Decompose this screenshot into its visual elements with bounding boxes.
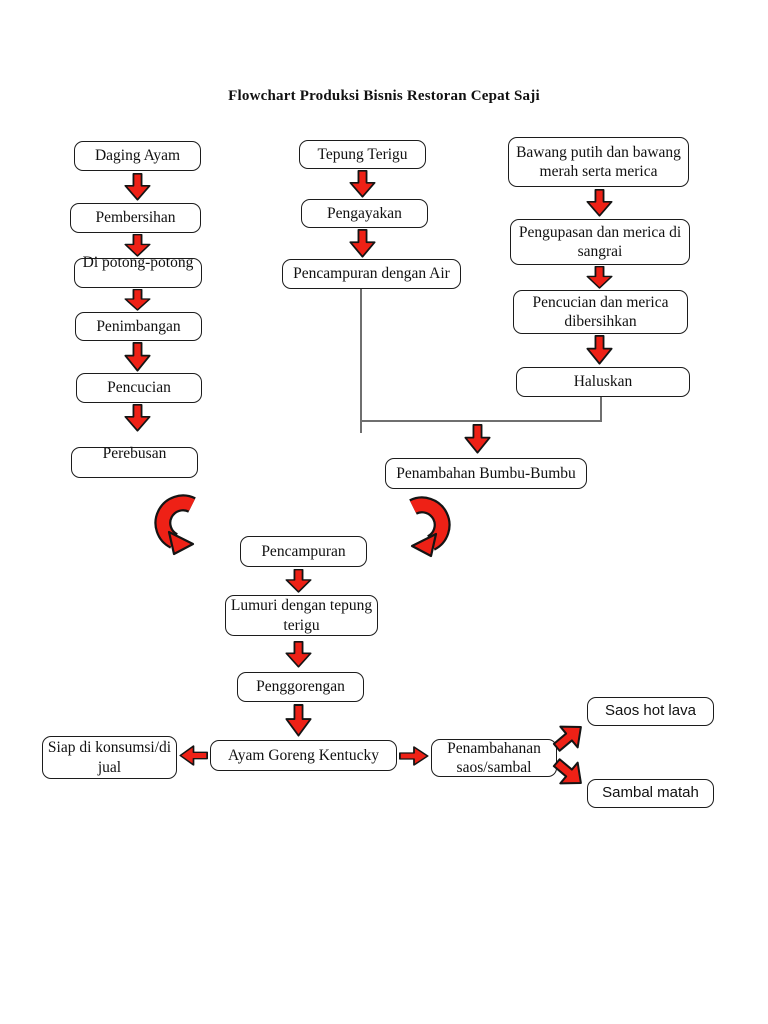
arrow-left-icon — [179, 745, 208, 766]
arrow-down-icon — [464, 424, 491, 454]
node-sambal-matah: Sambal matah — [587, 779, 714, 808]
node-label: Pembersihan — [95, 209, 176, 227]
arrow-up-right-icon — [552, 725, 582, 752]
arrow-down-icon — [586, 189, 613, 217]
page-title: Flowchart Produksi Bisnis Restoran Cepat… — [228, 88, 540, 104]
node-penimbangan: Penimbangan — [75, 312, 202, 341]
arrow-down-right-icon — [552, 758, 582, 785]
node-perebusan: Perebusan — [71, 445, 198, 478]
node-penambahan-bumbu: Penambahan Bumbu-Bumbu — [385, 458, 587, 489]
node-label: Sambal matah — [602, 784, 699, 802]
node-label: Haluskan — [573, 373, 633, 391]
node-pencampuran: Pencampuran — [240, 536, 367, 567]
node-label: Daging Ayam — [94, 147, 181, 165]
arrow-down-icon — [349, 229, 376, 258]
node-saos-hot-lava: Saos hot lava — [587, 697, 714, 726]
connector-line-horizontal — [360, 420, 602, 422]
arrow-down-icon — [124, 342, 151, 372]
node-pengayakan: Pengayakan — [301, 199, 428, 228]
connector-line-vertical-left — [360, 289, 362, 433]
node-label: Ayam Goreng Kentucky — [228, 746, 379, 764]
node-pencampuran-dengan-air: Pencampuran dengan Air — [282, 259, 461, 289]
node-penggorengan: Penggorengan — [237, 672, 364, 702]
node-label: Perebusan — [102, 445, 167, 462]
curved-arrow-right-icon — [409, 496, 451, 558]
node-haluskan: Haluskan — [516, 367, 690, 397]
node-lumuri: Lumuri dengan tepung terigu — [225, 595, 378, 636]
node-label: Saos hot lava — [605, 702, 696, 720]
node-pembersihan: Pembersihan — [70, 203, 201, 233]
node-di-potong-potong: Di potong-potong — [74, 254, 202, 288]
arrow-right-icon — [399, 746, 429, 766]
node-pencucian-merica: Pencucian dan merica dibersihkan — [513, 290, 688, 334]
node-label: Penambahanan saos/sambal — [447, 739, 541, 776]
arrow-down-icon — [124, 173, 151, 201]
node-label: Pencampuran dengan Air — [293, 265, 450, 283]
node-label: Penggorengan — [256, 678, 345, 696]
node-label: Pencucian dan merica dibersihkan — [532, 293, 669, 330]
arrow-down-icon — [349, 170, 376, 198]
arrow-down-icon — [586, 335, 613, 365]
node-label: Di potong-potong — [82, 254, 194, 271]
arrow-down-icon — [285, 569, 312, 593]
node-pencucian: Pencucian — [76, 373, 202, 403]
arrow-down-icon — [124, 404, 151, 432]
connector-line-vertical-right — [600, 397, 602, 422]
node-label: Pencampuran — [261, 542, 346, 560]
node-siap-dikonsumsi: Siap di konsumsi/di jual — [42, 736, 177, 779]
node-label: Penimbangan — [96, 317, 181, 335]
node-tepung-terigu: Tepung Terigu — [299, 140, 426, 169]
node-label: Penambahan Bumbu-Bumbu — [396, 464, 576, 482]
node-label: Siap di konsumsi/di jual — [47, 739, 172, 776]
arrow-down-icon — [285, 641, 312, 668]
arrow-down-icon — [124, 234, 151, 257]
node-label: Tepung Terigu — [317, 145, 408, 163]
node-label: Lumuri dengan tepung terigu — [230, 597, 373, 634]
node-ayam-goreng-kentucky: Ayam Goreng Kentucky — [210, 740, 397, 771]
node-label: Bawang putih dan bawang merah serta meri… — [516, 143, 681, 180]
curved-arrow-left-icon — [154, 494, 196, 556]
node-label: Pengupasan dan merica di sangrai — [518, 223, 682, 260]
node-label: Pengayakan — [327, 204, 402, 222]
node-penambahanan-saos: Penambahanan saos/sambal — [431, 739, 557, 777]
arrow-down-icon — [285, 704, 312, 737]
arrow-down-icon — [586, 266, 613, 289]
arrow-down-icon — [124, 289, 151, 311]
node-bawang-putih: Bawang putih dan bawang merah serta meri… — [508, 137, 689, 187]
node-label: Pencucian — [107, 379, 171, 397]
node-daging-ayam: Daging Ayam — [74, 141, 201, 171]
node-pengupasan: Pengupasan dan merica di sangrai — [510, 219, 690, 265]
